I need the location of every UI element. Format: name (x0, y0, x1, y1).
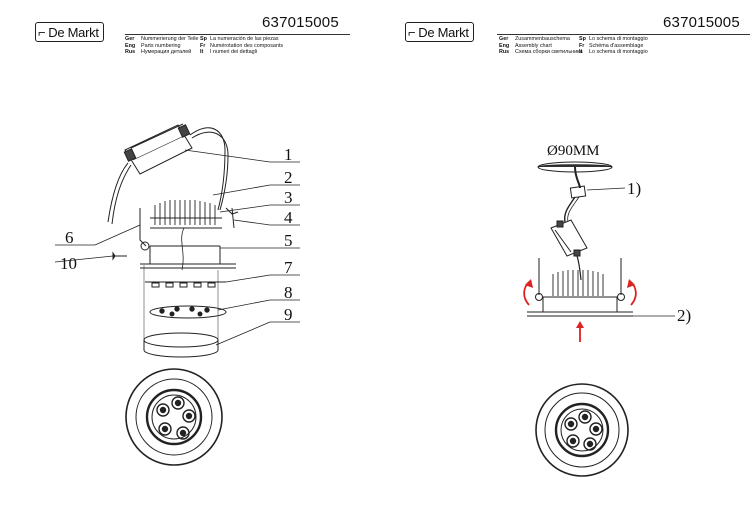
brand-logo: ⌐ De Markt (405, 22, 474, 42)
front-view-downlight (125, 368, 223, 466)
glass-cover (143, 332, 219, 358)
clip-screw (225, 207, 239, 215)
cutout-edge (537, 164, 613, 168)
front-view-downlight (535, 383, 629, 477)
heat-sink (552, 270, 604, 296)
header-rule (497, 34, 750, 35)
wire-to-driver-2 (567, 196, 580, 223)
callout-3: 3 (284, 188, 293, 207)
callout-10: 10 (60, 254, 77, 273)
header-rule (125, 34, 350, 35)
wire-top-2 (191, 131, 229, 211)
screw-head (112, 251, 116, 261)
spring-clip-left (139, 208, 147, 247)
wire-left-2 (111, 164, 132, 225)
callout-2: 2 (284, 168, 293, 187)
leader-lines (54, 149, 300, 346)
spring-clip-right (231, 207, 235, 229)
callout-4: 4 (284, 208, 293, 227)
product-code: 637015005 (663, 14, 740, 31)
assembly-diagram: Ø90MM 1) 2) (523, 143, 691, 477)
arrow-head-left (525, 279, 533, 288)
brand-mark: ⌐ (408, 24, 416, 40)
wire-left (107, 162, 129, 223)
housing (140, 227, 236, 271)
callout-6: 6 (65, 228, 74, 247)
led-driver (123, 123, 193, 175)
led-board (145, 281, 226, 288)
driver-box (550, 219, 588, 257)
callout-8: 8 (284, 283, 293, 302)
callout-1: 1 (284, 145, 293, 164)
callout-2: 2) (677, 306, 691, 325)
callout-5: 5 (284, 231, 293, 250)
leader-1 (586, 187, 626, 191)
supply-wire (574, 166, 581, 189)
brand-name: De Markt (418, 24, 469, 40)
wire-to-driver (563, 196, 576, 223)
heat-sink (150, 200, 222, 229)
callout-9: 9 (284, 305, 293, 324)
wire-top (189, 127, 226, 211)
lens-dots (159, 306, 210, 317)
lens-holder (149, 305, 227, 319)
terminal-block (569, 185, 587, 199)
brand-logo: ⌐ De Markt (35, 22, 104, 42)
callout-1: 1) (627, 179, 641, 198)
brand-mark: ⌐ (38, 24, 46, 40)
product-code: 637015005 (262, 14, 339, 31)
diameter-label: Ø90MM (547, 143, 600, 159)
arrow-head-up (576, 321, 584, 328)
exploded-parts-diagram: 1 2 3 4 5 6 10 7 8 9 (54, 123, 300, 466)
callout-7: 7 (284, 258, 293, 277)
wire-to-lamp (576, 255, 582, 281)
arrow-head-right (627, 279, 635, 288)
brand-name: De Markt (48, 24, 99, 40)
